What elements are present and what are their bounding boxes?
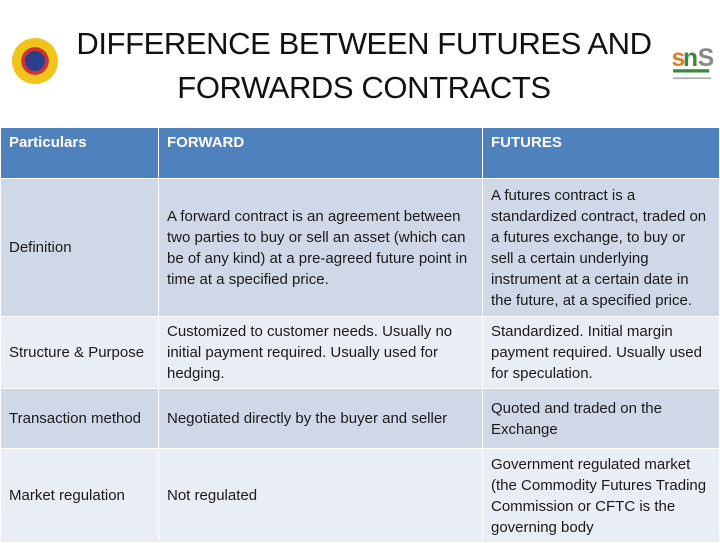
forward-cell: A forward contract is an agreement betwe… <box>158 178 483 317</box>
row-label: Transaction method <box>0 388 159 449</box>
table-row: Market regulation Not regulated Governme… <box>0 448 720 543</box>
futures-cell: Standardized. Initial margin payment req… <box>482 316 720 389</box>
svg-text:s: s <box>671 45 685 72</box>
title-line-2: FORWARDS CONTRACTS <box>177 70 551 105</box>
table-row: Structure & Purpose Customized to custom… <box>0 316 720 389</box>
forward-cell: Not regulated <box>158 448 483 543</box>
header-row: Particulars FORWARD FUTURES <box>0 127 720 179</box>
futures-cell: A futures contract is a standardized con… <box>482 178 720 317</box>
row-label: Definition <box>0 178 159 317</box>
forward-cell: Negotiated directly by the buyer and sel… <box>158 388 483 449</box>
table-row: Definition A forward contract is an agre… <box>0 178 720 317</box>
futures-cell: Quoted and traded on the Exchange <box>482 388 720 449</box>
comparison-table: Particulars FORWARD FUTURES Definition A… <box>0 127 720 543</box>
futures-cell: Government regulated market (the Commodi… <box>482 448 720 543</box>
svg-text:S: S <box>698 45 714 72</box>
svg-text:n: n <box>683 45 698 72</box>
forward-cell: Customized to customer needs. Usually no… <box>158 316 483 389</box>
slide-title: DIFFERENCE BETWEEN FUTURES AND FORWARDS … <box>64 22 664 110</box>
row-label: Market regulation <box>0 448 159 543</box>
sns-logo: s n S <box>671 45 714 80</box>
header-forward: FORWARD <box>158 127 483 179</box>
institution-seal-logo <box>12 38 58 84</box>
title-line-1: DIFFERENCE BETWEEN FUTURES AND <box>76 26 652 61</box>
header-futures: FUTURES <box>482 127 720 179</box>
row-label: Structure & Purpose <box>0 316 159 389</box>
header-particulars: Particulars <box>0 127 159 179</box>
table-row: Transaction method Negotiated directly b… <box>0 388 720 449</box>
